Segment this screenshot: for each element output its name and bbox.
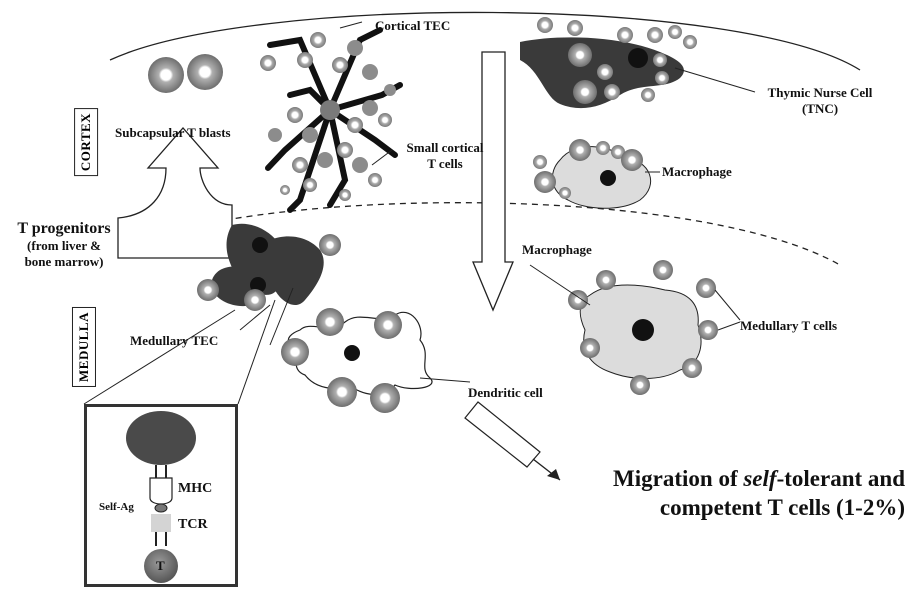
medullary-tec-label: Medullary TEC xyxy=(130,333,218,349)
medulla-label: MEDULLA xyxy=(72,307,96,387)
progenitor-entry-arrow xyxy=(118,128,232,258)
medullary-tec xyxy=(211,224,323,306)
tcr-label: TCR xyxy=(178,517,208,533)
subcapsular-t-blasts xyxy=(148,54,276,93)
medullary-tec-nucleus xyxy=(252,237,268,253)
cortical-tec-nucleus xyxy=(320,100,340,120)
dendritic-cell-label: Dendritic cell xyxy=(468,385,543,401)
dendritic-cell-nucleus xyxy=(344,345,360,361)
medulla-macrophage-nucleus xyxy=(632,319,654,341)
t-progenitors-label: T progenitors (from liver & bone marrow) xyxy=(0,220,128,270)
maturation-arrow xyxy=(473,52,513,310)
medullary-t-cells-label: Medullary T cells xyxy=(740,318,837,334)
cortex-label: CORTEX xyxy=(74,108,98,176)
cortical-tec-label: Cortical TEC xyxy=(375,18,450,34)
mhc-label: MHC xyxy=(178,481,212,497)
tnc-nucleus xyxy=(628,48,648,68)
t-cell-letter: T xyxy=(156,558,165,574)
tnc-label: Thymic Nurse Cell (TNC) xyxy=(760,85,880,117)
macrophage-medulla-label: Macrophage xyxy=(522,242,592,258)
self-ag-label: Self-Ag xyxy=(99,501,134,513)
cortex-macrophage-nucleus xyxy=(600,170,616,186)
migration-caption: Migration of self-tolerant and competent… xyxy=(545,464,905,522)
subcapsular-t-blasts-label: Subcapsular T blasts xyxy=(115,125,231,141)
dendritic-cell xyxy=(288,312,432,394)
macrophage-cortex-label: Macrophage xyxy=(662,164,732,180)
small-cortical-t-cells-label: Small cortical T cells xyxy=(400,140,490,172)
inset-connector-left xyxy=(84,310,235,404)
cortical-tec-pointer xyxy=(372,150,392,165)
